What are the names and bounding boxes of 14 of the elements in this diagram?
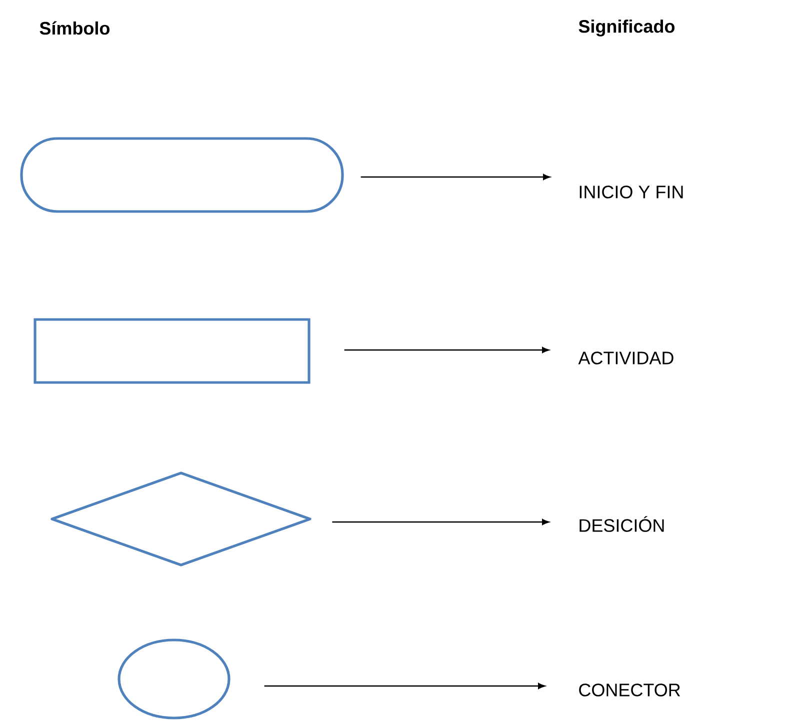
column-header: Significado [578, 20, 675, 36]
arrow [344, 347, 550, 353]
terminal-shape [20, 137, 344, 213]
arrow [264, 683, 546, 689]
connector-circle [118, 638, 230, 720]
decision-diamond [50, 472, 312, 566]
meaning-text: CONECTOR [579, 684, 680, 696]
arrow [332, 519, 550, 525]
meaning-text: INICIO Y FIN [580, 186, 683, 198]
process-box [34, 318, 310, 384]
meaning-text: DESICIÓN [580, 516, 664, 532]
arrow [360, 174, 550, 180]
meaning-text: ACTIVIDAD [578, 352, 674, 364]
column-header: Símbolo [40, 21, 110, 35]
